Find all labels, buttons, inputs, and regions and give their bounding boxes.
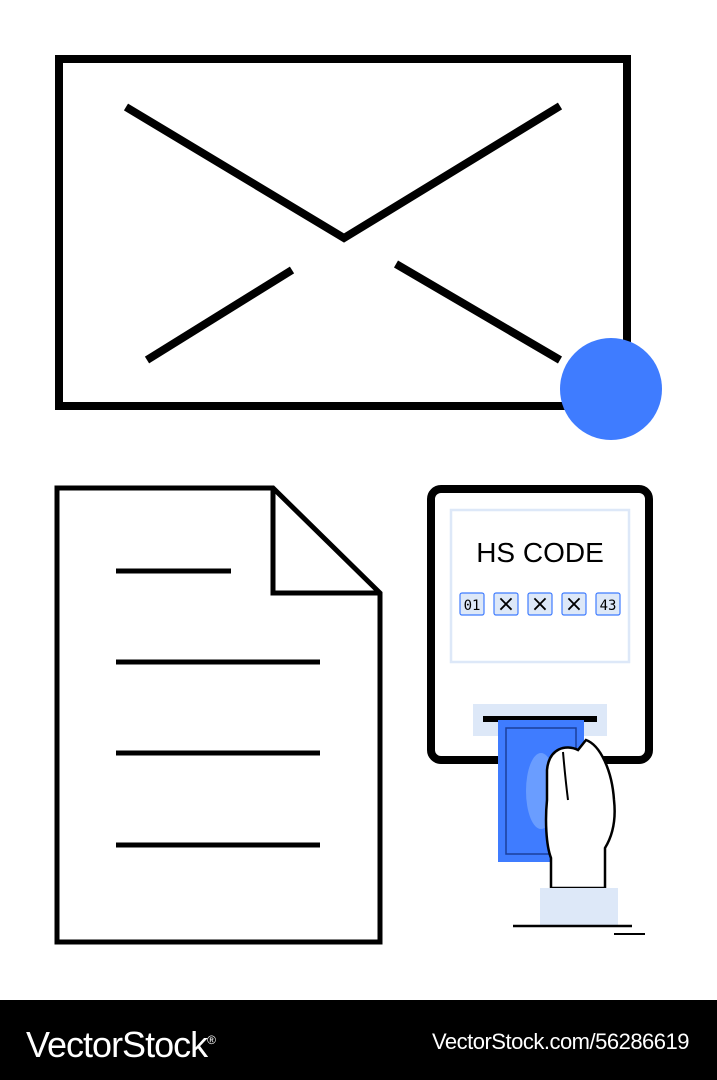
sleeve [540,888,618,926]
code-box-text: 43 [600,598,617,614]
envelope-fold-left [144,266,295,364]
footer-banner: VectorStock® VectorStock.com/56286619 [0,1000,717,1080]
document-icon [54,485,383,945]
code-box: × [561,592,587,617]
document-page [54,485,383,945]
document-fold [270,488,380,596]
notification-dot [560,338,662,440]
kiosk-display [449,508,631,664]
code-box: 43 [595,592,621,616]
code-box-text: × [497,592,515,617]
hand-finger [562,751,569,801]
hand-icon [513,738,645,935]
envelope-icon [55,55,631,410]
code-box-text: × [531,592,549,617]
vectorstock-logo: VectorStock® [26,1018,216,1067]
envelope-flap [123,102,563,243]
hand [544,738,616,890]
brand-name: VectorStock [26,1024,208,1065]
image-credit: VectorStock.com/56286619 [431,1029,690,1054]
code-box: × [493,592,519,617]
code-box: × [527,592,553,617]
illustration-svg: HS CODE 01 × × × 43 [54,55,662,945]
envelope-fold-right [393,260,563,364]
hs-code-label: HS CODE [476,537,604,568]
code-box-text: 01 [464,598,481,614]
kiosk-screen: HS CODE 01 × × × 43 [427,485,653,764]
registered-mark: ® [207,1033,216,1047]
code-box-text: × [565,592,583,617]
envelope-body [55,55,631,410]
code-box: 01 [459,592,485,616]
